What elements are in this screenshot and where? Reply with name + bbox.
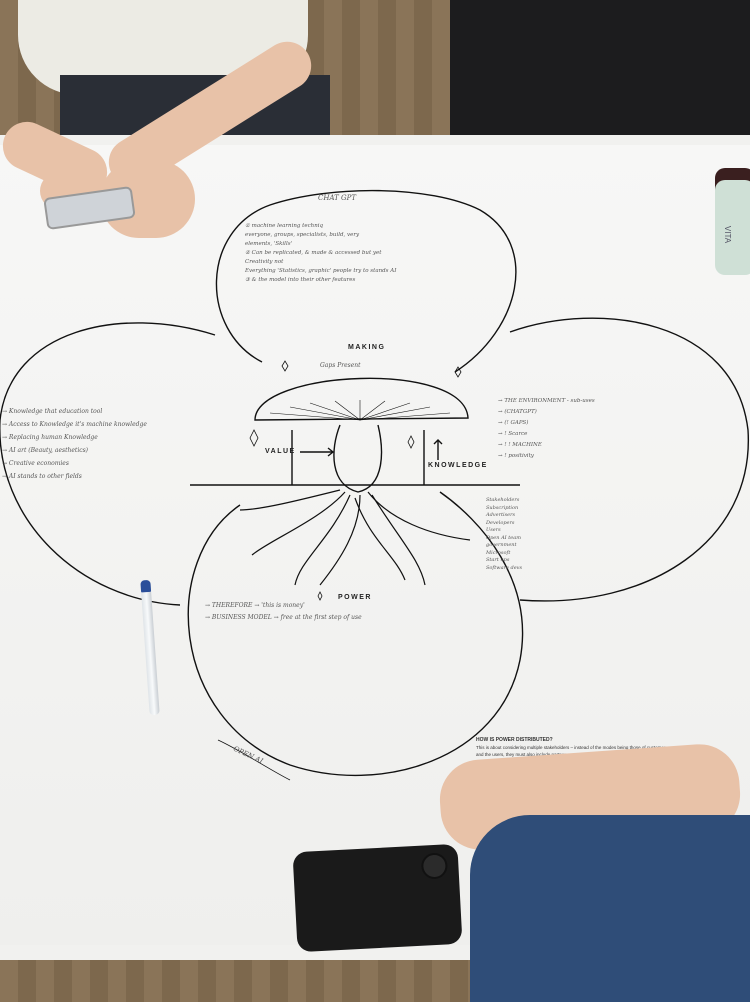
mushroom-gills	[269, 400, 451, 421]
water-bottle: VITA	[715, 180, 750, 275]
power-question-title: HOW IS POWER DISTRIBUTED?	[476, 737, 553, 743]
note-line: ② Can be replicated, & made & accessed b…	[245, 250, 382, 256]
blue-sleeve	[470, 815, 750, 1002]
note-line: → Creative economies	[2, 460, 69, 467]
note-line: everyone, groups, specialists, build, ve…	[245, 232, 360, 238]
bottle-text: VITA	[723, 225, 733, 244]
note-line: → ! Scarce	[498, 431, 528, 437]
note-line: → (! GAPS)	[498, 420, 529, 426]
note-line: → ! ! MACHINE	[498, 442, 542, 448]
note-line: government	[486, 542, 517, 548]
note-line: elements, 'Skills'	[245, 241, 293, 247]
note-line: → THEREFORE → 'this is money'	[205, 602, 305, 609]
note-line: → AI stands to other fields	[2, 473, 82, 480]
note-line: Start ups	[486, 557, 510, 563]
note-line: Everything 'Statistics, graphic' people …	[245, 268, 397, 274]
mushroom-stem	[333, 424, 383, 493]
person-black-shirt	[450, 0, 750, 135]
mushroom-roots	[239, 489, 471, 586]
note-line: Developers	[486, 519, 515, 526]
note-line: → (CHATGPT)	[498, 409, 537, 415]
knowledge-notes: → THE ENVIRONMENT - sub-uses → (CHATGPT)…	[498, 396, 595, 462]
camera-icon	[420, 852, 449, 880]
note-line: Open AI team	[486, 534, 521, 541]
note-line: → ! positivity	[498, 453, 534, 459]
value-notes: → Knowledge that education tool → Access…	[2, 405, 147, 483]
top-label: CHAT GPT	[318, 194, 356, 202]
note-line: Microsoft	[486, 549, 511, 556]
making-label: MAKING	[348, 344, 386, 351]
note-line: ① machine learning techniq	[245, 223, 324, 229]
note-line: → THE ENVIRONMENT - sub-uses	[498, 398, 595, 404]
note-line: ③ & the model into their other features	[245, 277, 356, 283]
note-line: → Knowledge that education tool	[2, 408, 103, 415]
power-notes: → THEREFORE → 'this is money' → BUSINESS…	[205, 600, 362, 624]
black-phone	[292, 843, 463, 953]
note-line: Software devs	[486, 564, 523, 571]
note-line: → Access to Knowledge it's machine knowl…	[2, 421, 147, 428]
note-line: → AI art (Beauty, aesthetics)	[2, 447, 89, 454]
note-line: Subscription	[486, 504, 519, 511]
note-line: → BUSINESS MODEL → free at the first ste…	[205, 614, 362, 621]
note-line: Advertisers	[486, 512, 516, 518]
note-line: Creativity not	[245, 259, 284, 265]
knowledge-label: KNOWLEDGE	[428, 462, 488, 469]
cap-note: Gaps Present	[320, 362, 361, 369]
note-line: Stakeholders	[486, 497, 520, 503]
making-petal	[215, 189, 517, 373]
mushroom-cap	[254, 377, 469, 421]
making-notes: ① machine learning techniq everyone, gro…	[245, 222, 396, 285]
value-petal	[0, 322, 216, 606]
note-line: Users	[486, 527, 501, 533]
knowledge-petal	[509, 317, 749, 602]
value-label: VALUE	[265, 448, 296, 455]
stakeholder-notes: Stakeholders Subscription Advertisers De…	[486, 497, 522, 572]
note-line: → Replacing human Knowledge	[2, 434, 98, 441]
power-petal	[187, 491, 524, 777]
pen-cap	[140, 579, 152, 593]
power-label: POWER	[338, 594, 372, 601]
